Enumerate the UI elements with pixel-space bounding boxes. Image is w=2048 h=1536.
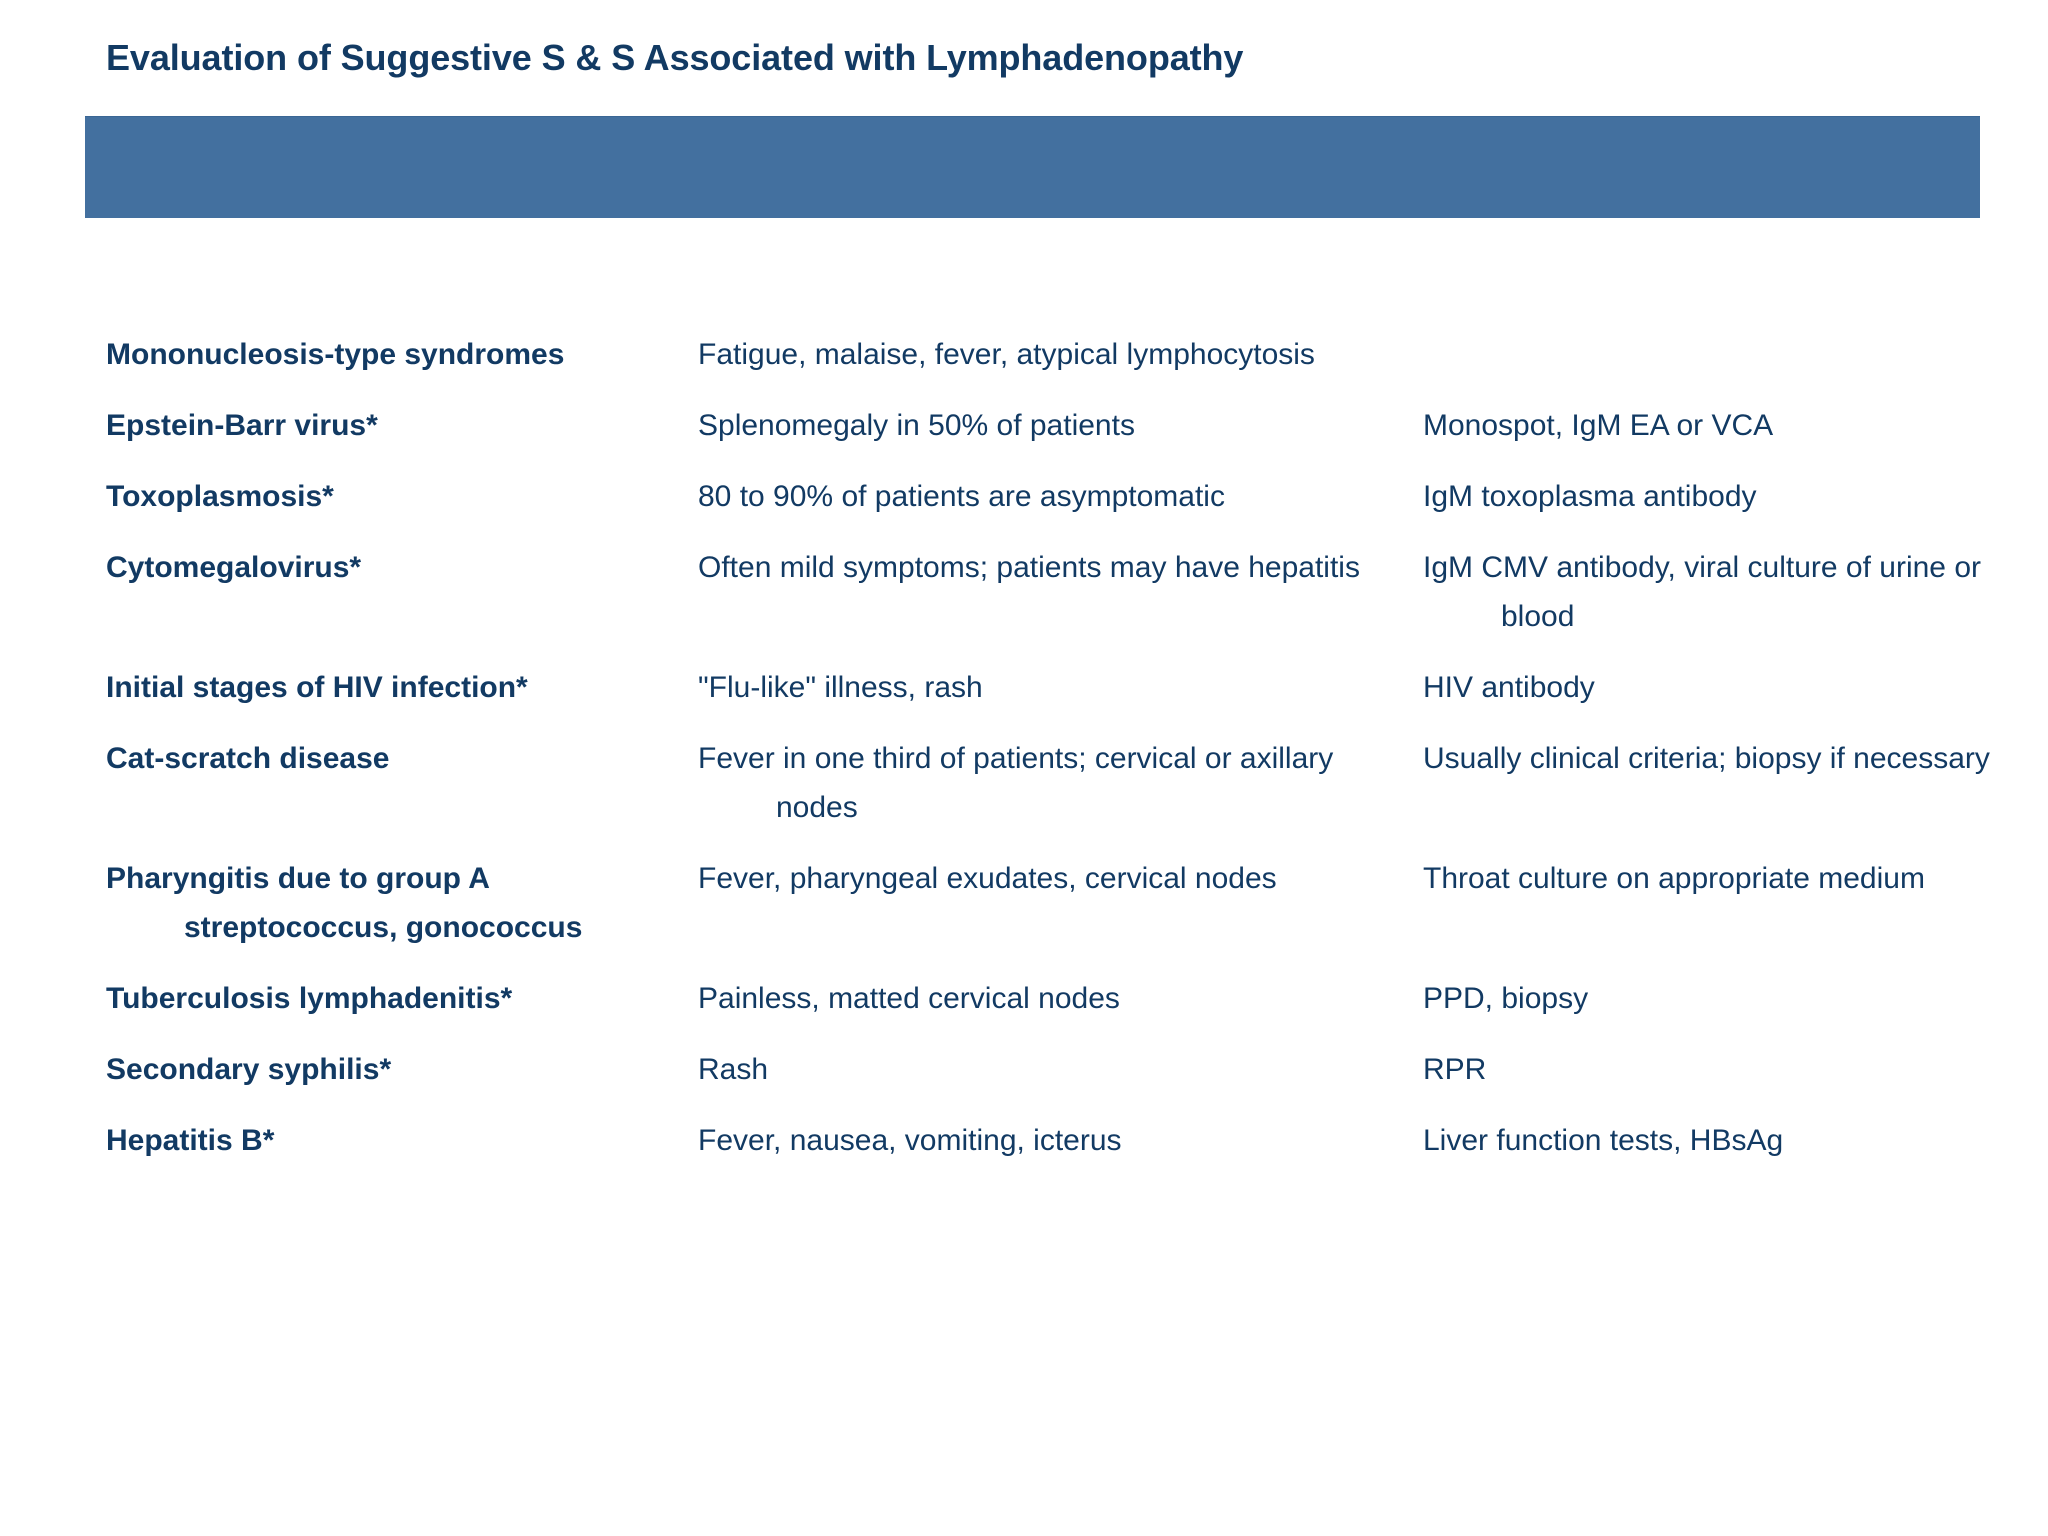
cell-findings: Often mild symptoms; patients may have h…	[698, 551, 1360, 584]
cell-condition: Mononucleosis-type syndromes	[106, 338, 565, 371]
table-row: Secondary syphilis* Rash RPR	[106, 1045, 2006, 1094]
table-row: Pharyngitis due to group A streptococcus…	[106, 854, 2006, 952]
lymphadenopathy-table: Mononucleosis-type syndromes Fatigue, mal…	[106, 330, 2006, 1187]
cell-findings: Fever, nausea, vomiting, icterus	[698, 1124, 1122, 1157]
cell-tests: Usually clinical criteria; biopsy if nec…	[1423, 742, 1990, 775]
cell-condition: Pharyngitis due to group A streptococcus…	[106, 862, 583, 944]
cell-tests: IgM toxoplasma antibody	[1423, 480, 1757, 513]
table-row: Tuberculosis lymphadenitis* Painless, mat…	[106, 974, 2006, 1023]
cell-tests: Liver function tests, HBsAg	[1423, 1124, 1784, 1157]
cell-tests: Monospot, IgM EA or VCA	[1423, 409, 1774, 442]
cell-findings: Fatigue, malaise, fever, atypical lympho…	[698, 338, 1315, 371]
page-title: Evaluation of Suggestive S & S Associate…	[106, 37, 1244, 78]
table-row: Mononucleosis-type syndromes Fatigue, mal…	[106, 330, 2006, 379]
cell-findings: 80 to 90% of patients are asymptomatic	[698, 480, 1225, 513]
table-row: Initial stages of HIV infection* "Flu-lik…	[106, 663, 2006, 712]
cell-findings: Fever, pharyngeal exudates, cervical nod…	[698, 862, 1277, 895]
cell-condition: Tuberculosis lymphadenitis*	[106, 982, 513, 1015]
cell-condition: Initial stages of HIV infection*	[106, 671, 528, 704]
cell-condition: Secondary syphilis*	[106, 1053, 392, 1086]
cell-tests: PPD, biopsy	[1423, 982, 1589, 1015]
title-accent-band	[85, 116, 1980, 218]
cell-findings: Painless, matted cervical nodes	[698, 982, 1120, 1015]
cell-tests: HIV antibody	[1423, 671, 1595, 704]
cell-tests: Throat culture on appropriate medium	[1423, 862, 1925, 895]
cell-condition: Hepatitis B*	[106, 1124, 275, 1157]
cell-tests	[1423, 330, 2006, 331]
cell-findings: Fever in one third of patients; cervical…	[698, 742, 1334, 824]
cell-findings: Splenomegaly in 50% of patients	[698, 409, 1135, 442]
cell-condition: Cytomegalovirus*	[106, 551, 362, 584]
cell-tests: RPR	[1423, 1053, 1487, 1086]
cell-condition: Cat-scratch disease	[106, 742, 390, 775]
table-row: Hepatitis B* Fever, nausea, vomiting, ict…	[106, 1116, 2006, 1165]
cell-findings: Rash	[698, 1053, 769, 1086]
cell-condition: Epstein-Barr virus*	[106, 409, 378, 442]
table-row: Cytomegalovirus* Often mild symptoms; pat…	[106, 543, 2006, 641]
table-row: Epstein-Barr virus* Splenomegaly in 50% o…	[106, 401, 2006, 450]
table-row: Cat-scratch disease Fever in one third of…	[106, 734, 2006, 832]
cell-tests: IgM CMV antibody, viral culture of urine…	[1423, 551, 1982, 633]
cell-findings: "Flu-like" illness, rash	[698, 671, 983, 704]
cell-condition: Toxoplasmosis*	[106, 480, 334, 513]
table-row: Toxoplasmosis* 80 to 90% of patients are …	[106, 472, 2006, 521]
